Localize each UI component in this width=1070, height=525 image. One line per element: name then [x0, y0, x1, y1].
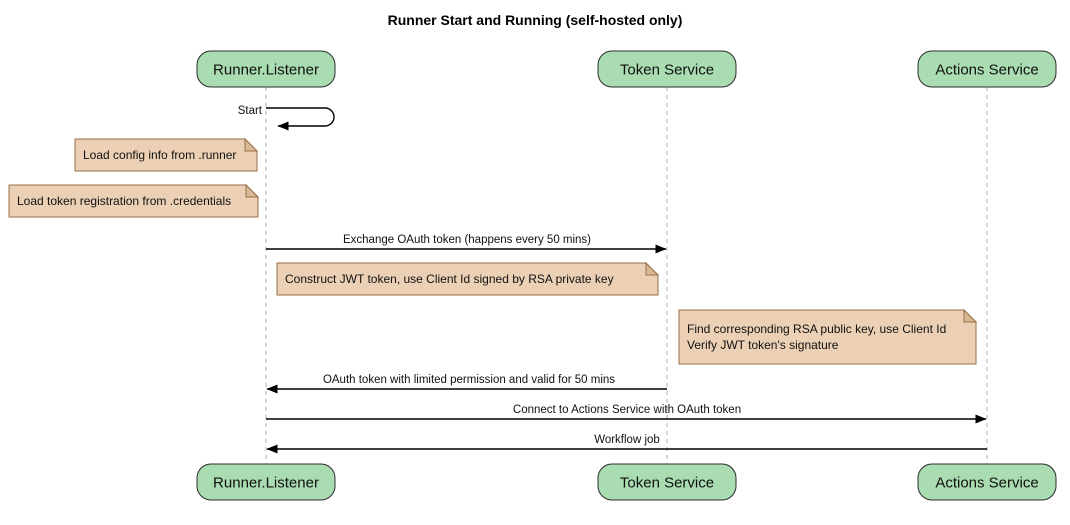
note-load-config-info: Load config info from .runner [74, 137, 259, 172]
note-text-line: Load config info from .runner [83, 148, 236, 162]
note-body [8, 184, 259, 218]
participant-box [196, 50, 336, 88]
participant-box [597, 50, 737, 88]
note-construct-jwt-token: Construct JWT token, use Client Id signe… [276, 261, 660, 296]
note-body [74, 138, 258, 172]
participant-token-bottom[interactable]: Token Service [597, 463, 737, 501]
message-label: Start [238, 105, 263, 117]
note-load-token-registration: Load token registration from .credential… [8, 183, 260, 218]
participant-token-top[interactable]: Token Service [597, 50, 737, 88]
note-fold-corner [963, 308, 978, 323]
participant-actions-top[interactable]: Actions Service [917, 50, 1057, 88]
participant-box [597, 463, 737, 501]
participant-box [196, 463, 336, 501]
message-label: OAuth token with limited permission and … [323, 374, 615, 386]
message-label: Connect to Actions Service with OAuth to… [513, 404, 741, 416]
message-self-loop-path [266, 107, 335, 131]
message-oauth-token-reply[interactable]: OAuth token with limited permission and … [266, 374, 667, 394]
note-fold-corner [244, 137, 259, 152]
note-text-line: Construct JWT token, use Client Id signe… [285, 272, 614, 286]
note-body [276, 262, 659, 296]
message-label: Exchange OAuth token (happens every 50 m… [343, 234, 591, 246]
message-connect-actions-service[interactable]: Connect to Actions Service with OAuth to… [266, 404, 987, 424]
note-text-line: Verify JWT token's signature [687, 338, 839, 352]
note-fold-corner [645, 261, 660, 276]
note-text-line: Load token registration from .credential… [17, 194, 231, 208]
note-fold-corner [245, 183, 260, 198]
participant-label: Actions Service [935, 475, 1038, 492]
participant-label: Actions Service [935, 62, 1038, 79]
message-start[interactable]: Start [238, 105, 335, 131]
lifelines-layer [265, 87, 988, 464]
participant-actions-bottom[interactable]: Actions Service [917, 463, 1057, 501]
participant-label: Token Service [620, 62, 714, 79]
note-body [678, 309, 977, 365]
participant-label: Runner.Listener [213, 62, 319, 79]
note-verify-jwt-signature: Find corresponding RSA public key, use C… [678, 308, 978, 365]
participant-box [917, 463, 1057, 501]
participant-label: Runner.Listener [213, 475, 319, 492]
message-label: Workflow job [594, 434, 660, 446]
note-text-line: Find corresponding RSA public key, use C… [687, 322, 946, 336]
message-workflow-job[interactable]: Workflow job [266, 434, 987, 454]
participant-box [917, 50, 1057, 88]
message-exchange-oauth-token[interactable]: Exchange OAuth token (happens every 50 m… [266, 234, 667, 254]
participant-runner-bottom[interactable]: Runner.Listener [196, 463, 336, 501]
page-title: Runner Start and Running (self-hosted on… [388, 12, 683, 28]
participant-label: Token Service [620, 475, 714, 492]
participant-runner-top[interactable]: Runner.Listener [196, 50, 336, 88]
